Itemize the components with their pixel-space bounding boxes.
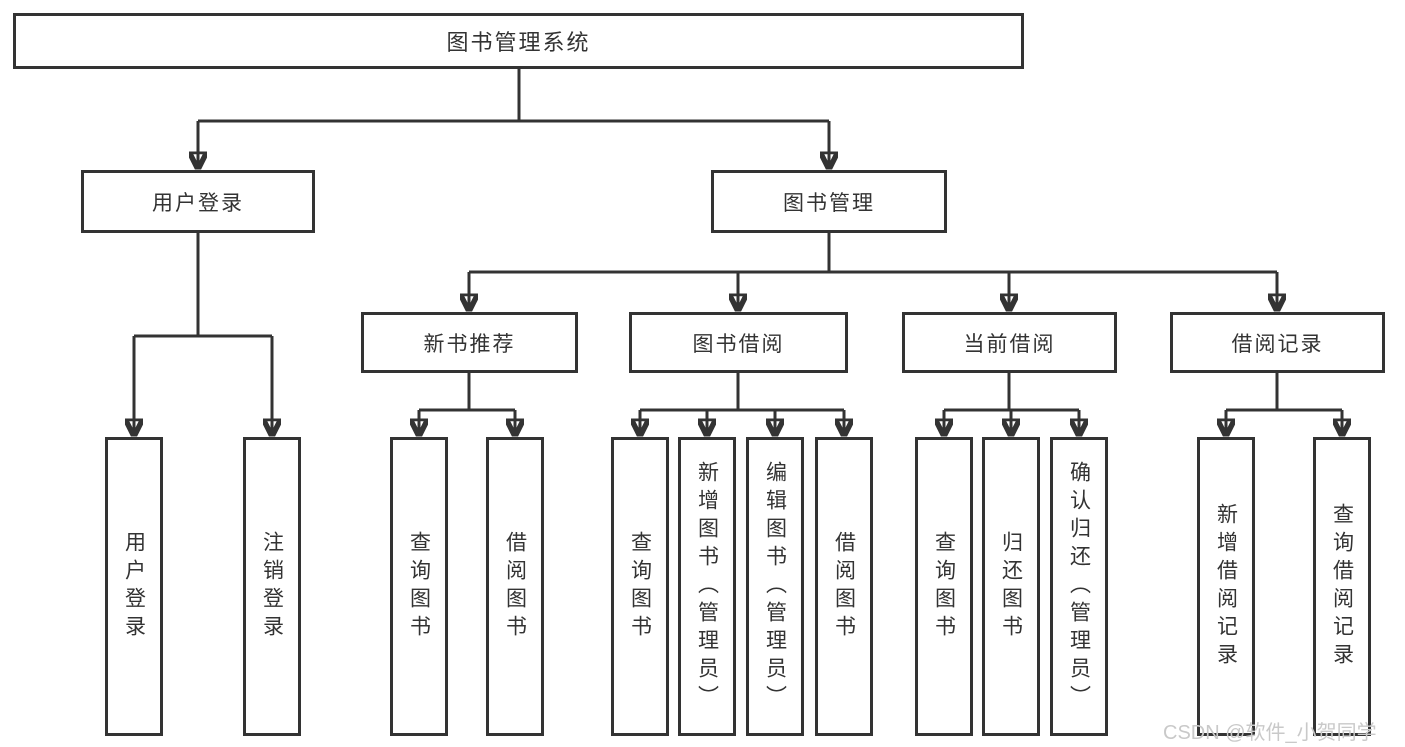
leaf-query-books-current: 查询图书 [915,437,973,736]
leaf-edit-book-admin: 编辑图书（管理员） [746,437,804,736]
node-new-book-recommend: 新书推荐 [361,312,578,373]
leaf-label: 用户登录 [122,530,146,643]
leaf-label: 归还图书 [999,530,1023,643]
leaf-logout: 注销登录 [243,437,301,736]
connector-root-to-level2 [198,69,829,123]
leaf-borrow-books-borrowing: 借阅图书 [815,437,873,736]
leaf-query-borrow-record: 查询借阅记录 [1313,437,1371,736]
leaf-label: 新增图书（管理员） [695,460,719,713]
leaf-add-book-admin: 新增图书（管理员） [678,437,736,736]
node-borrowing-records: 借阅记录 [1170,312,1385,373]
leaf-label: 新增借阅记录 [1214,502,1238,671]
leaf-add-borrow-record: 新增借阅记录 [1197,437,1255,736]
leaf-return-books: 归还图书 [982,437,1040,736]
leaf-label: 借阅图书 [832,530,856,643]
leaf-label: 查询图书 [407,530,431,643]
connector-new-book-branch [419,373,515,412]
connector-borrow-record-branch [1226,373,1342,412]
csdn-watermark: CSDN @软件_小贺同学 [1163,722,1377,744]
leaf-label: 查询图书 [628,530,652,643]
leaf-label: 注销登录 [260,530,284,643]
connector-book-borrow-branch [640,373,844,412]
leaf-query-books-borrowing: 查询图书 [611,437,669,736]
node-user-login-branch: 用户登录 [81,170,315,233]
node-current-borrowing: 当前借阅 [902,312,1117,373]
leaf-query-books-recommend: 查询图书 [390,437,448,736]
connector-book-mgmt-to-level3 [469,233,1277,274]
leaf-label: 编辑图书（管理员） [763,460,787,713]
leaf-label: 确认归还（管理员） [1067,460,1091,713]
connector-current-borrow-branch [944,373,1079,412]
leaf-user-login: 用户登录 [105,437,163,736]
leaf-label: 查询图书 [932,530,956,643]
node-root: 图书管理系统 [13,13,1024,69]
leaf-borrow-books-recommend: 借阅图书 [486,437,544,736]
leaf-label: 查询借阅记录 [1330,502,1354,671]
leaf-label: 借阅图书 [503,530,527,643]
node-book-management-branch: 图书管理 [711,170,947,233]
connector-user-login-branch [134,233,272,338]
leaf-confirm-return-admin: 确认归还（管理员） [1050,437,1108,736]
node-book-borrowing: 图书借阅 [629,312,848,373]
